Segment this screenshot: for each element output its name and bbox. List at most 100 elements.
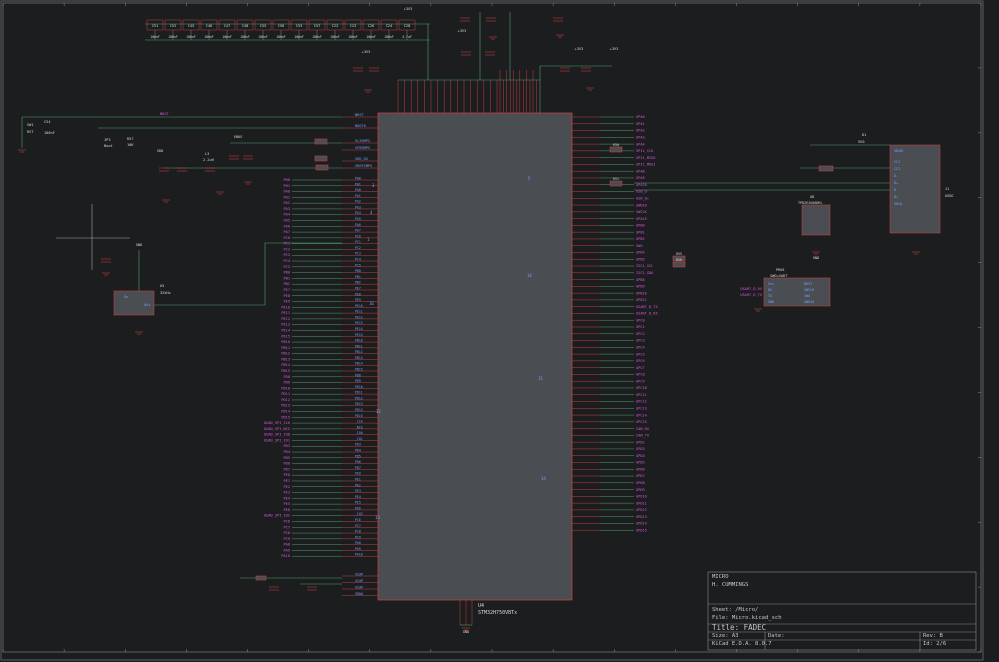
cap-value: 100nF [294,35,304,39]
mcu-pin-name: PA7 [355,229,361,233]
power-label: +3V3 [458,29,467,33]
gnd-symbol-label: GND [463,630,470,634]
resistor-ref: R56 [676,258,682,262]
swd-pin: GND [768,300,774,304]
cap-ref: C45 [188,24,195,28]
net-label: SWO [636,244,643,248]
mcu-pin-name: PE9 [355,298,361,302]
net-label: PH0 [284,178,291,182]
net-label: PB15 [281,369,290,373]
net-label: PE1 [284,479,291,483]
power-label: +3V3 [362,50,371,54]
net-label: PB2 [284,282,291,286]
net-label: PD14 [281,410,290,414]
unit-label: 12 [376,409,381,414]
net-label: GPD4 [636,454,645,458]
mcu-pin-name: PC0 [355,234,361,238]
usb-pin: D- [894,188,898,192]
title-company: MICRO [712,574,729,580]
net-label: PA6 [284,224,291,228]
net-label-nrst: NRST [160,112,169,116]
mcu-pin-name: PD5 [355,454,361,458]
usb-vbus-label: VBUS [894,148,904,153]
net-label: USB_D+ [636,196,650,200]
net-label: GPA8 [636,169,645,173]
swd-value: SWD+UART [770,274,788,278]
mcu-pin-name: PE3 [355,489,361,493]
mcu-pin-name: PD4 [355,449,361,453]
boot-label: Boot [104,144,113,148]
net-label: GPD7 [636,474,645,478]
mcu-pin-name: PD14 [355,408,363,412]
net-label: GPD6 [636,467,645,471]
net-label: GPD2 [636,440,645,444]
capacitor [290,19,308,31]
title-id: Id: 2/6 [923,641,947,647]
title-author: H. CUMMINGS [712,582,749,588]
net-label: GPC8 [636,373,645,377]
mcu-pin-name: PE2 [355,483,361,487]
mcu-pin-name: PH1 [355,182,361,186]
capacitor [272,19,290,31]
net-label: CAN_TX [636,434,650,438]
cursor-crosshair [56,204,130,270]
net-label: QUAD_SPI_IO2 [264,514,290,518]
net-label: PE8 [284,294,291,298]
capacitor [218,19,236,31]
cap-ref: C23 [350,24,357,28]
net-label: PC2 [284,247,291,251]
net-label: GPD12 [636,508,647,512]
cap-value: 100nF [330,35,340,39]
net-label: PA10 [281,554,290,558]
crystal-ref: U5 [160,284,164,288]
mcu-pin-name: VLXSMPS [355,139,370,143]
cap-ref: C56 [278,24,285,28]
resistor [314,155,328,162]
mcu-pin-name: PB13 [355,356,363,360]
unit-label: 4 [370,210,373,215]
net-label: GPD10 [636,495,647,499]
net-label: I2C1_SDA [636,271,654,275]
net-label: PE6 [284,508,291,512]
net-label: PE13 [281,323,290,327]
net-label: PE15 [281,334,290,338]
mcu-pin-name: _IO2 [355,512,363,516]
mcu-value: STM32H750VBTx [478,610,517,616]
unit-label: 1 [367,237,370,242]
net-label: GPC6 [636,359,645,363]
swd-pin: NRST [804,282,812,286]
mcu-right-pins: GPA0GPA1GPA2GPA3GPA4SPI1_CLKSPI1_MISOSPI… [572,115,658,532]
net-label: PE5 [284,502,291,506]
power-label: VDD [157,149,164,153]
net-label: PD10 [281,386,290,390]
net-label: GPC1 [636,325,645,329]
capacitor [308,19,326,31]
cap-value: 100nF [168,35,178,39]
net-label: PC8 [284,531,291,535]
mcu-pin-name: PE4 [355,495,361,499]
mcu-pin-name: PB15 [355,368,363,372]
mcu-pin-name: _IO1 [355,437,363,441]
swd-net: USART_D_RX [740,287,762,291]
net-label: PD9 [284,381,291,385]
mcu-pin-name: PA5 [355,217,361,221]
resistor [315,164,329,171]
title-rev: Rev: B [923,633,943,639]
swd-pin: Vcc [768,282,774,286]
net-label: PA8 [284,543,291,547]
resistor-ref: R55 [676,252,682,256]
mcu-pin-name: PC9 [355,535,361,539]
net-label: GPA9 [636,176,645,180]
net-label: GPD3 [636,447,645,451]
net-label: GPA3 [636,136,645,140]
net-label: QUAD_SPI_IO0 [264,433,290,437]
swd-pin: SWDIO [804,300,814,304]
mcu-pin-name: PE8 [355,292,361,296]
usb-pin: D- [894,174,898,178]
mcu-body[interactable] [377,112,573,601]
net-label: CAN_RX [636,427,650,431]
cap-value: 100nF [186,35,196,39]
net-label: PD8 [284,375,291,379]
net-label: GPC3 [636,339,645,343]
